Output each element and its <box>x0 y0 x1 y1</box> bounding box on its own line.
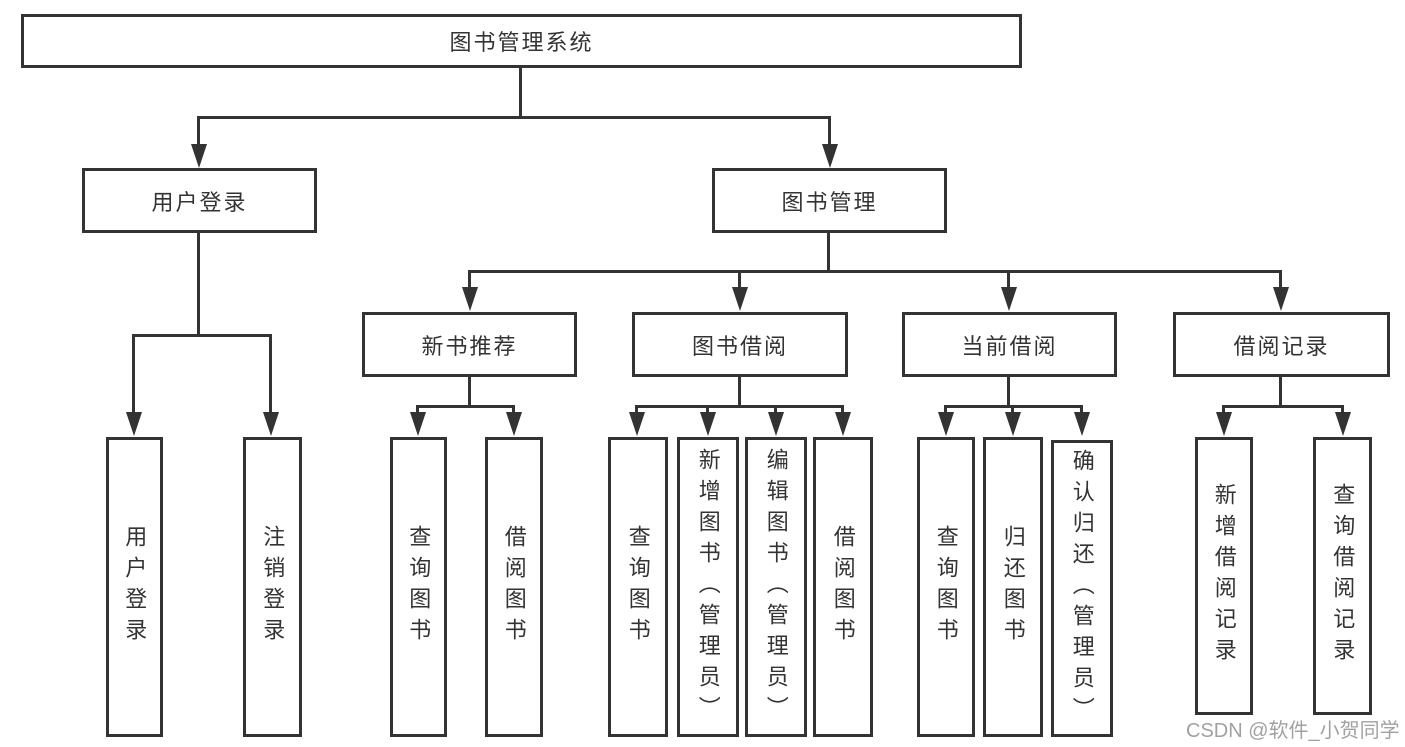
node-nbr-query-books-label: 查询图书 <box>406 525 432 649</box>
connector-drop <box>1222 407 1225 413</box>
connector-drop <box>635 407 638 413</box>
connector-drop <box>1007 272 1010 288</box>
node-bb-query-books-label: 查询图书 <box>625 525 651 649</box>
node-bb-add-books: 新增图书（管理员） <box>677 437 739 737</box>
connector-borrowing-records-stem <box>1279 377 1282 407</box>
arrow-down-icon <box>938 412 954 436</box>
connector-drop <box>1080 407 1083 413</box>
node-cb-return-books: 归还图书 <box>983 437 1043 737</box>
node-borrowing-records: 借阅记录 <box>1173 312 1390 377</box>
connector-drop <box>774 407 777 413</box>
node-br-query-record-label: 查询借阅记录 <box>1330 483 1356 669</box>
arrow-down-icon <box>768 412 784 436</box>
node-br-add-record-label: 新增借阅记录 <box>1211 483 1237 669</box>
connector-drop <box>828 117 831 145</box>
node-nbr-borrow-books: 借阅图书 <box>485 437 543 737</box>
node-book-management: 图书管理 <box>712 168 947 233</box>
arrow-down-icon <box>822 144 838 168</box>
node-logout-action: 注销登录 <box>243 437 302 737</box>
node-bb-edit-books: 编辑图书（管理员） <box>745 437 807 737</box>
node-cb-query-books: 查询图书 <box>917 437 975 737</box>
node-user-login-action-label: 用户登录 <box>122 525 148 649</box>
arrow-down-icon <box>835 412 851 436</box>
connector-drop <box>841 407 844 413</box>
connector-user-login-stem <box>197 233 200 336</box>
node-logout-action-label: 注销登录 <box>260 525 286 649</box>
node-current-borrowing: 当前借阅 <box>902 312 1117 377</box>
node-new-book-recommend-label: 新书推荐 <box>421 333 518 359</box>
node-book-borrowing: 图书借阅 <box>632 312 848 377</box>
connector-drop <box>197 117 200 145</box>
arrow-down-icon <box>410 412 426 436</box>
node-br-query-record: 查询借阅记录 <box>1313 437 1372 715</box>
node-nbr-query-books: 查询图书 <box>390 437 447 737</box>
connector-new-book-recommend-bar <box>416 405 515 408</box>
arrow-down-icon <box>732 287 748 311</box>
connector-level1-bar <box>197 116 831 119</box>
connector-drop <box>1279 272 1282 288</box>
connector-current-borrowing-stem <box>1007 377 1010 407</box>
connector-drop <box>512 407 515 413</box>
node-bb-query-books: 查询图书 <box>608 437 668 737</box>
connector-drop <box>1011 407 1014 413</box>
connector-level2-bar <box>468 270 1282 273</box>
arrow-down-icon <box>1005 412 1021 436</box>
node-user-login-action: 用户登录 <box>106 437 163 737</box>
connector-drop <box>269 336 272 413</box>
node-user-login: 用户登录 <box>82 168 317 233</box>
connector-drop <box>1341 407 1344 413</box>
arrow-down-icon <box>191 144 207 168</box>
node-cb-confirm-return-label: 确认归还（管理员） <box>1069 449 1095 728</box>
arrow-down-icon <box>1074 412 1090 436</box>
connector-drop <box>738 272 741 288</box>
arrow-down-icon <box>700 412 716 436</box>
connector-new-book-recommend-stem <box>468 377 471 407</box>
node-br-add-record: 新增借阅记录 <box>1195 437 1253 715</box>
node-bb-borrow-books: 借阅图书 <box>813 437 873 737</box>
node-cb-query-books-label: 查询图书 <box>933 525 959 649</box>
arrow-down-icon <box>126 412 142 436</box>
node-book-borrowing-label: 图书借阅 <box>691 333 788 359</box>
connector-drop <box>132 336 135 413</box>
connector-book-borrowing-stem <box>738 377 741 407</box>
arrow-down-icon <box>1001 287 1017 311</box>
node-borrowing-records-label: 借阅记录 <box>1233 333 1330 359</box>
connector-root-stem <box>519 68 522 118</box>
arrow-down-icon <box>1273 287 1289 311</box>
arrow-down-icon <box>263 412 279 436</box>
node-current-borrowing-label: 当前借阅 <box>961 333 1058 359</box>
node-bb-borrow-books-label: 借阅图书 <box>830 525 856 649</box>
connector-drop <box>416 407 419 413</box>
watermark-text: CSDN @软件_小贺同学 <box>1186 720 1400 742</box>
node-root: 图书管理系统 <box>21 14 1022 68</box>
arrow-down-icon <box>506 412 522 436</box>
connector-book-borrowing-bar <box>635 405 844 408</box>
arrow-down-icon <box>1216 412 1232 436</box>
node-bb-add-books-label: 新增图书（管理员） <box>695 447 721 727</box>
node-cb-return-books-label: 归还图书 <box>1000 525 1026 649</box>
connector-book-management-stem <box>827 233 830 272</box>
node-bb-edit-books-label: 编辑图书（管理员） <box>763 447 789 727</box>
node-nbr-borrow-books-label: 借阅图书 <box>501 525 527 649</box>
node-cb-confirm-return: 确认归还（管理员） <box>1051 440 1113 737</box>
connector-drop <box>468 272 471 288</box>
connector-current-borrowing-bar <box>944 405 1083 408</box>
connector-drop <box>706 407 709 413</box>
node-root-label: 图书管理系统 <box>449 30 594 55</box>
connector-drop <box>944 407 947 413</box>
arrow-down-icon <box>629 412 645 436</box>
connector-user-login-bar <box>132 334 272 337</box>
arrow-down-icon <box>462 287 478 311</box>
arrow-down-icon <box>1335 412 1351 436</box>
node-user-login-label: 用户登录 <box>151 189 248 215</box>
node-new-book-recommend: 新书推荐 <box>362 312 577 377</box>
connector-borrowing-records-bar <box>1222 405 1344 408</box>
node-book-management-label: 图书管理 <box>781 189 878 215</box>
